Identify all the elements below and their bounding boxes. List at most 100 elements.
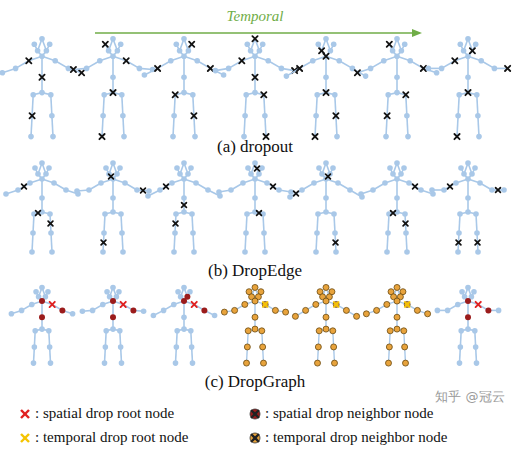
joint bbox=[265, 58, 271, 64]
joint bbox=[190, 92, 196, 98]
dropout-mark-stroke bbox=[465, 90, 470, 95]
bone bbox=[254, 56, 256, 77]
joint bbox=[477, 180, 483, 186]
joint bbox=[394, 90, 400, 96]
dropedge-mark bbox=[403, 221, 408, 226]
joint bbox=[48, 92, 54, 98]
temporal-neighbor-joint bbox=[401, 328, 407, 334]
joint bbox=[455, 113, 461, 119]
dropout-mark-stroke bbox=[454, 134, 459, 139]
dropout-mark-stroke bbox=[191, 113, 196, 118]
dropedge-mark bbox=[257, 211, 262, 216]
joint bbox=[456, 230, 462, 236]
joint bbox=[473, 41, 479, 47]
temporal-root-mark-stroke bbox=[263, 302, 268, 307]
joint bbox=[435, 308, 441, 314]
temporal-neighbor-joint bbox=[363, 311, 369, 317]
dropout-mark-stroke bbox=[505, 66, 510, 71]
swatch-stroke bbox=[21, 434, 29, 442]
joint bbox=[387, 165, 393, 171]
joint bbox=[456, 92, 462, 98]
dropedge-mark bbox=[333, 240, 338, 245]
dropedge-mark-stroke bbox=[109, 174, 114, 179]
joint bbox=[32, 165, 38, 171]
temporal-neighbor-joint bbox=[331, 344, 337, 350]
temporal-neighbor-joint bbox=[221, 309, 227, 315]
joint bbox=[186, 48, 192, 54]
bone bbox=[263, 214, 264, 233]
dropout-mark-stroke bbox=[252, 75, 257, 80]
dropout-mark-stroke bbox=[39, 75, 44, 80]
joint bbox=[381, 58, 387, 64]
legend-text: : temporal drop neighbor node bbox=[265, 429, 447, 446]
temporal-neighbor-joint bbox=[386, 344, 392, 350]
dropedge-mark-stroke bbox=[326, 174, 331, 179]
joint bbox=[458, 328, 464, 334]
temporal-neighbor-joint bbox=[315, 360, 321, 366]
temporal-neighbor-joint bbox=[252, 314, 258, 320]
joint bbox=[49, 113, 55, 119]
joint bbox=[287, 194, 293, 200]
joint bbox=[252, 160, 258, 166]
dropout-mark bbox=[252, 75, 257, 80]
joint bbox=[252, 54, 258, 60]
bone bbox=[478, 116, 479, 137]
temporal-neighbor-joint bbox=[403, 360, 409, 366]
legend-item: : temporal drop neighbor node bbox=[248, 429, 447, 446]
temporal-neighbor-joint bbox=[272, 307, 278, 313]
joint bbox=[323, 209, 329, 215]
bone bbox=[476, 214, 477, 233]
joint bbox=[48, 360, 54, 366]
bone bbox=[317, 214, 318, 233]
dropout-mark-stroke bbox=[110, 90, 115, 95]
temporal-neighbor-joint bbox=[252, 298, 258, 304]
temporal-neighbor-joint bbox=[259, 328, 265, 334]
bone bbox=[122, 233, 123, 252]
spatial-root-mark-stroke bbox=[121, 302, 126, 307]
joint bbox=[97, 58, 103, 64]
joint bbox=[100, 249, 106, 255]
legend-text: : temporal drop root node bbox=[35, 429, 188, 446]
joint bbox=[284, 73, 290, 79]
joint bbox=[472, 165, 478, 171]
joint bbox=[330, 165, 336, 171]
joint bbox=[187, 289, 193, 295]
joint bbox=[188, 328, 194, 334]
dropout-mark bbox=[239, 58, 244, 63]
joint bbox=[177, 171, 183, 177]
dropedge-mark-stroke bbox=[164, 184, 169, 189]
dropout-mark-stroke bbox=[387, 42, 392, 47]
joint bbox=[457, 360, 463, 366]
joint bbox=[174, 165, 180, 171]
spatial-root-mark bbox=[121, 302, 126, 307]
dropout-mark-stroke bbox=[79, 70, 84, 75]
joint bbox=[248, 171, 254, 177]
bone bbox=[104, 214, 105, 233]
joint bbox=[465, 36, 471, 42]
legend-text: : spatial drop neighbor node bbox=[265, 405, 433, 422]
temporal-neighbor-joint bbox=[244, 344, 250, 350]
joint bbox=[465, 160, 471, 166]
joint bbox=[465, 209, 471, 215]
bone bbox=[316, 233, 317, 252]
bone bbox=[32, 233, 33, 252]
joint bbox=[441, 187, 447, 193]
dropedge-mark-stroke bbox=[391, 211, 396, 216]
joint bbox=[39, 195, 45, 201]
joint bbox=[404, 113, 410, 119]
joint bbox=[110, 209, 116, 215]
dropout-mark-stroke bbox=[208, 66, 213, 71]
dropout-mark-stroke bbox=[155, 66, 160, 71]
legend-item: : spatial drop neighbor node bbox=[248, 405, 433, 422]
temporal-neighbor-joint bbox=[354, 313, 360, 319]
dropout-mark-stroke bbox=[261, 92, 266, 97]
joint bbox=[39, 285, 45, 291]
joint bbox=[193, 180, 199, 186]
dropout-mark bbox=[470, 48, 475, 53]
joint bbox=[328, 48, 334, 54]
joint bbox=[501, 187, 507, 193]
joint bbox=[194, 58, 200, 64]
bone bbox=[173, 116, 174, 137]
joint bbox=[242, 113, 248, 119]
dropout-mark-stroke bbox=[239, 58, 244, 63]
